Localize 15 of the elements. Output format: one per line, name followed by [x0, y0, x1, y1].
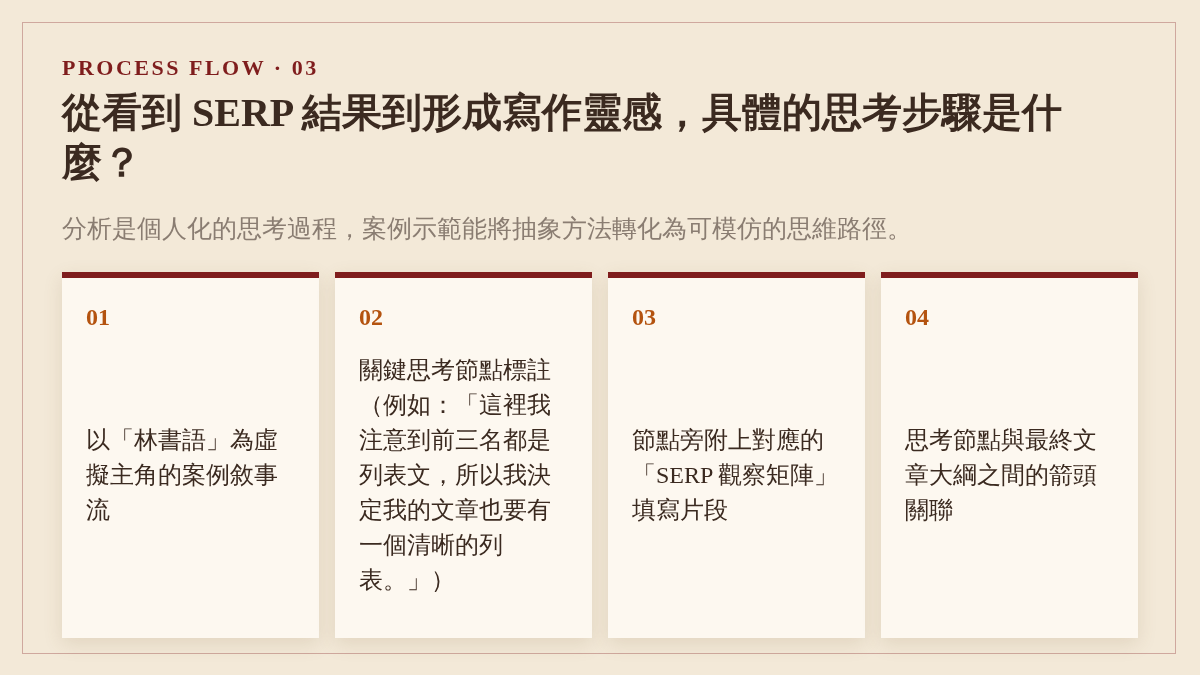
step-description: 以「林書語」為虛擬主角的案例敘事流	[86, 425, 279, 525]
step-number: 04	[905, 303, 929, 332]
step-card	[62, 272, 319, 638]
step-description: 節點旁附上對應的「SERP 觀察矩陣」填寫片段	[632, 425, 840, 525]
step-description: 關鍵思考節點標註（例如：「這裡我注意到前三名都是列表文，所以我決定我的文章也要有一個清晰的列表。」）	[359, 355, 552, 595]
step-description: 思考節點與最終文章大綱之間的箭頭關聯	[905, 425, 1098, 525]
step-card	[335, 272, 592, 638]
section-label: PROCESS FLOW · 03	[62, 54, 319, 82]
subtitle: 分析是個人化的思考過程，案例示範能將抽象方法轉化為可模仿的思維路徑。	[62, 214, 912, 244]
step-number: 01	[86, 303, 110, 332]
step-number: 03	[632, 303, 656, 332]
step-number: 02	[359, 303, 383, 332]
step-card	[608, 272, 865, 638]
page-title: 從看到 SERP 結果到形成寫作靈感，具體的思考步驟是什麼？	[62, 89, 1064, 187]
step-card	[881, 272, 1138, 638]
